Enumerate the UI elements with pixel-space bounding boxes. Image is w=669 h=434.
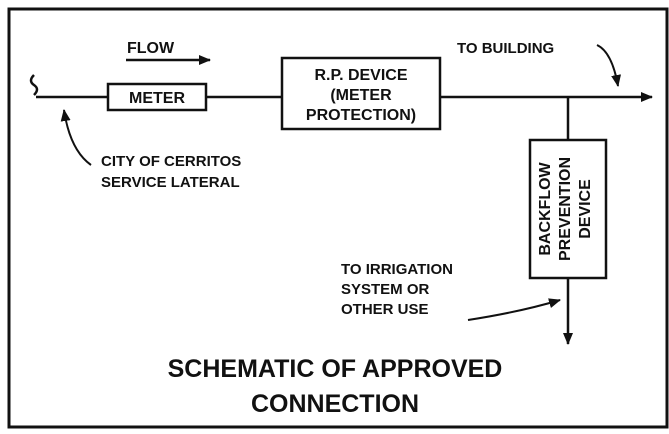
service-lateral-leader [60, 109, 92, 166]
backflow-device-box [528, 138, 608, 280]
rp-device-box [280, 56, 442, 131]
pipe-break-symbol [29, 74, 39, 96]
diagram-title-line1: SCHEMATIC OF APPROVED [168, 355, 503, 383]
irrigation-line2: SYSTEM OR [341, 281, 430, 298]
rp-device-line3: PROTECTION) [306, 107, 416, 124]
meter-label: METER [129, 90, 185, 107]
irrigation-leader [467, 298, 561, 321]
irrigation-line3: OTHER USE [341, 301, 429, 318]
to-building-leader [596, 44, 622, 87]
rp-device-line1: R.P. DEVICE [314, 67, 407, 84]
flow-label: FLOW [127, 40, 175, 57]
backflow-device-line3: DEVICE [577, 179, 594, 239]
service-lateral-line2: SERVICE LATERAL [101, 174, 240, 191]
backflow-device-line1: BACKFLOW [537, 161, 554, 255]
meter-box [106, 82, 208, 112]
service-lateral-line1: CITY OF CERRITOS [101, 153, 241, 170]
diagram-title-line2: CONNECTION [251, 390, 419, 418]
diagram-frame [7, 7, 669, 429]
to-building-label: TO BUILDING [457, 40, 554, 57]
rp-device-line2: (METER [330, 87, 392, 104]
backflow-device-line2: PREVENTION [557, 157, 574, 261]
irrigation-line1: TO IRRIGATION [341, 261, 453, 278]
